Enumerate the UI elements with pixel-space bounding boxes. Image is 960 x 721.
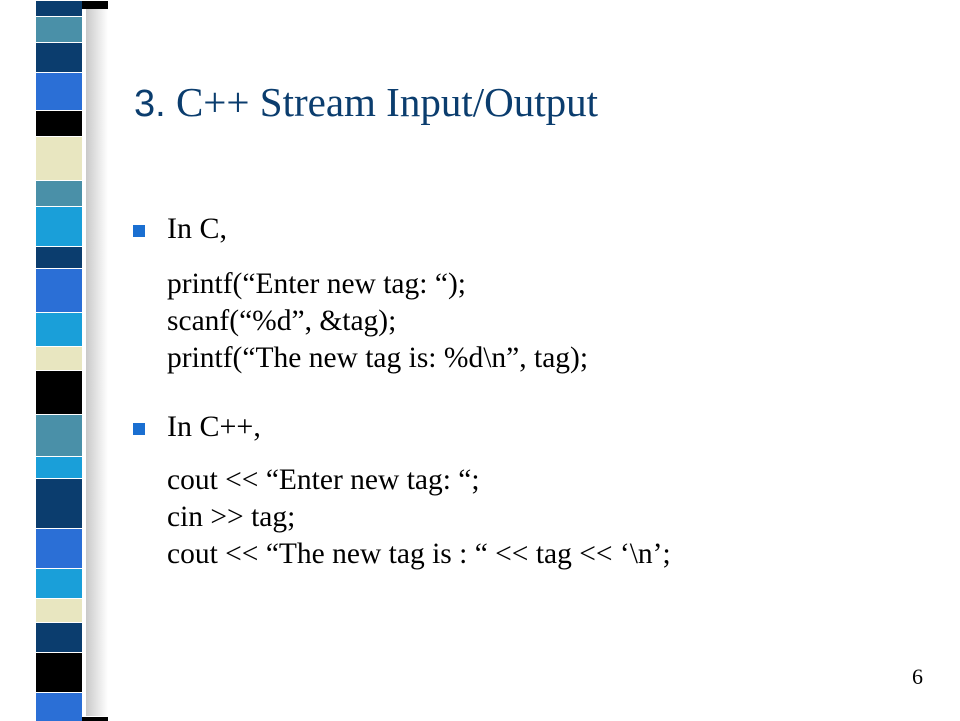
strip-block — [36, 478, 82, 529]
bullet-label-cpp: In C++, — [167, 410, 261, 443]
strip-block — [36, 528, 82, 569]
strip-block — [36, 312, 82, 347]
strip-block — [36, 246, 82, 269]
strip-stub — [82, 0, 108, 9]
code-line: cout << “The new tag is : “ << tag << ‘\… — [167, 538, 671, 570]
strip-block — [36, 136, 82, 181]
strip-block — [36, 622, 82, 653]
strip-block — [36, 206, 82, 247]
decorative-side-strip — [0, 0, 108, 721]
strip-block — [36, 110, 82, 137]
strip-block — [36, 180, 82, 207]
strip-block — [36, 268, 82, 313]
strip-block — [36, 456, 82, 479]
strip-shadow — [86, 0, 108, 720]
slide-title-text: C++ Stream Input/Output — [175, 79, 599, 125]
code-line: printf(“The new tag is: %d\n”, tag); — [167, 342, 589, 374]
slide-title: 3. C++ Stream Input/Output — [134, 78, 598, 126]
strip-block — [36, 568, 82, 599]
strip-block — [36, 598, 82, 623]
strip-block — [36, 692, 82, 721]
page-number: 6 — [912, 664, 923, 689]
bullet-square-icon — [133, 423, 145, 435]
strip-block — [36, 370, 82, 415]
code-block-cpp: cout << “Enter new tag: “; cin >> tag; c… — [167, 462, 671, 573]
strip-block — [36, 346, 82, 371]
strip-block — [36, 652, 82, 693]
strip-stub — [82, 716, 108, 721]
code-line: cout << “Enter new tag: “; — [167, 464, 480, 496]
code-block-c: printf(“Enter new tag: “); scanf(“%d”, &… — [167, 266, 588, 377]
strip-block — [36, 0, 82, 17]
bullet-square-icon — [133, 225, 145, 237]
code-line: scanf(“%d”, &tag); — [167, 305, 397, 337]
slide-title-number: 3. — [134, 83, 166, 125]
code-line: printf(“Enter new tag: “); — [167, 268, 466, 300]
bullet-label-c: In C, — [167, 212, 227, 245]
strip-block — [36, 414, 82, 457]
strip-block — [36, 72, 82, 111]
strip-block — [36, 16, 82, 43]
code-line: cin >> tag; — [167, 501, 296, 533]
strip-block — [36, 42, 82, 73]
